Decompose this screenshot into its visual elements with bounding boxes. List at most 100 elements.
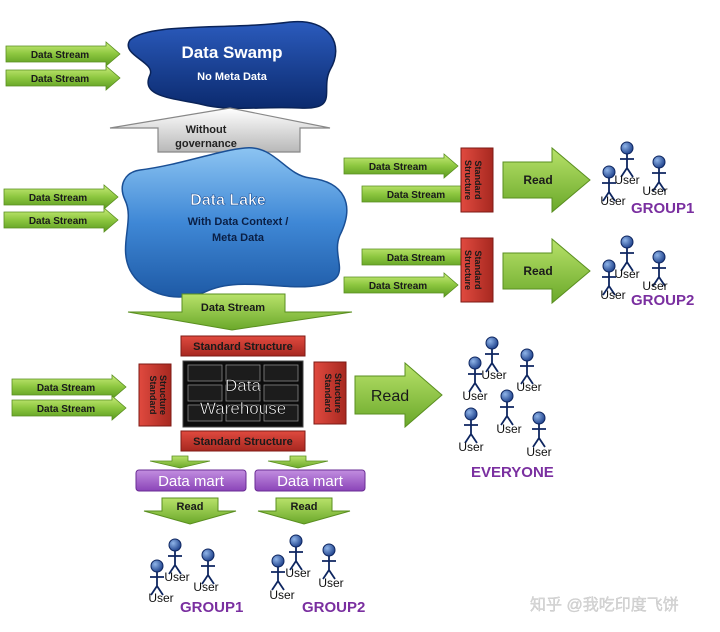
data-stream-arrow-shape (3, 184, 119, 210)
data-swamp-title: Data Swamp (181, 43, 282, 62)
user-body (464, 420, 478, 444)
user-7: User (481, 336, 507, 382)
warehouse-label-line2: Warehouse (200, 399, 286, 418)
governance-up-arrow-shape (109, 107, 331, 153)
warehouse-grid-cell (263, 364, 299, 382)
user-head (485, 336, 499, 350)
warehouse-bottom-standard-box (180, 430, 306, 452)
data-stream-arrow-9: Data Stream (11, 374, 127, 400)
data-swamp-subtitle: No Meta Data (197, 71, 268, 83)
warehouse-grid-cell (263, 404, 299, 422)
data-stream-arrow-shape (11, 395, 127, 421)
user-body (322, 556, 336, 580)
data-stream-label: Data Stream (369, 162, 427, 173)
user-label: User (600, 194, 625, 208)
data-lake-title: Data Lake (190, 192, 266, 209)
read-arrow-shape (143, 497, 237, 525)
data-stream-arrow-2: Data Stream (5, 65, 121, 91)
user-head (602, 165, 616, 179)
user-body (468, 369, 482, 393)
standard-structure-line1: Standard (473, 250, 483, 289)
user-head (520, 348, 534, 362)
data-swamp: Data Swamp No Meta Data (127, 20, 337, 110)
user-body (602, 272, 616, 296)
user-head (322, 543, 336, 557)
data-stream-label: Data Stream (29, 193, 87, 204)
read-arrow-label: Read (371, 388, 409, 405)
user-body (289, 547, 303, 571)
warehouse-left-standard-box (138, 363, 172, 427)
data-stream-arrow-10: Data Stream (11, 395, 127, 421)
user-label: User (148, 591, 173, 605)
user-label: User (642, 279, 667, 293)
data-warehouse: Standard Structure Standard Structure St… (138, 335, 347, 452)
user-head (150, 559, 164, 573)
data-stream-label: Data Stream (37, 404, 95, 415)
data-stream-arrow-shape (11, 374, 127, 400)
warehouse-grid (187, 364, 299, 422)
user-head (620, 235, 634, 249)
lake-standard-structure-2: Standard Structure (460, 237, 494, 303)
mart-read-arrow-left: Read (143, 497, 237, 525)
data-stream-label: Data Stream (387, 190, 445, 201)
user-2: User (600, 165, 626, 208)
data-lake-cloud (121, 147, 348, 298)
user-body (168, 551, 182, 575)
watermark: 知乎 @我吃印度飞饼 (530, 596, 679, 614)
user-3: User (642, 155, 668, 198)
user-label: User (600, 288, 625, 302)
user-label: User (642, 184, 667, 198)
user-label: User (269, 588, 294, 602)
user-head (168, 538, 182, 552)
user-16: User (285, 534, 311, 580)
group2-label-top: GROUP2 (631, 292, 694, 309)
governance-label-line2: governance (175, 138, 237, 150)
warehouse-grid-cell (225, 364, 261, 382)
lake-read-arrow-1: Read (502, 146, 591, 214)
user-label: User (164, 570, 189, 584)
data-stream-arrow-shape (5, 41, 121, 67)
data-stream-label: Data Stream (31, 74, 89, 85)
data-lake: Data Lake With Data Context / Meta Data (121, 147, 348, 298)
user-label: User (496, 422, 521, 436)
user-15: User (193, 548, 219, 594)
lake-read-arrow-2: Read (502, 237, 591, 305)
user-label: User (614, 267, 639, 281)
users: UserUserUserUserUserUserUserUserUserUser… (148, 141, 668, 605)
governance-label-line1: Without (186, 124, 227, 136)
user-1: User (614, 141, 640, 187)
warehouse-right-standard-line2: Structure (333, 373, 343, 413)
user-body (520, 361, 534, 385)
user-label: User (285, 566, 310, 580)
user-head (271, 554, 285, 568)
data-mart-right: Data mart (254, 469, 366, 492)
data-mart-box (135, 469, 247, 492)
data-lake-line2: Meta Data (212, 232, 265, 244)
user-body (620, 248, 634, 272)
user-body (500, 402, 514, 426)
user-label: User (193, 580, 218, 594)
user-body (150, 572, 164, 596)
user-body (271, 567, 285, 591)
user-head (652, 250, 666, 264)
group2-label-bottom: GROUP2 (302, 599, 365, 616)
user-11: User (458, 407, 484, 454)
user-8: User (462, 356, 488, 403)
user-head (201, 548, 215, 562)
data-lake-line1: With Data Context / (188, 216, 289, 228)
data-stream-arrow-6: Data Stream (3, 207, 119, 233)
read-arrow-label: Read (291, 501, 318, 513)
lake-to-warehouse-arrow: Data Stream (127, 293, 353, 331)
group1-label-bottom: GROUP1 (180, 599, 243, 616)
user-6: User (642, 250, 668, 293)
data-stream-arrow-7: Data Stream (361, 244, 477, 270)
data-stream-label: Data Stream (29, 216, 87, 227)
data-stream-label: Data Stream (31, 50, 89, 61)
user-10: User (496, 389, 522, 436)
warehouse-top-standard-label: Standard Structure (193, 341, 293, 353)
user-head (532, 411, 546, 425)
user-head (468, 356, 482, 370)
warehouse-read-arrow: Read (354, 361, 443, 429)
warehouse-grid-cell (225, 384, 261, 402)
user-head (289, 534, 303, 548)
